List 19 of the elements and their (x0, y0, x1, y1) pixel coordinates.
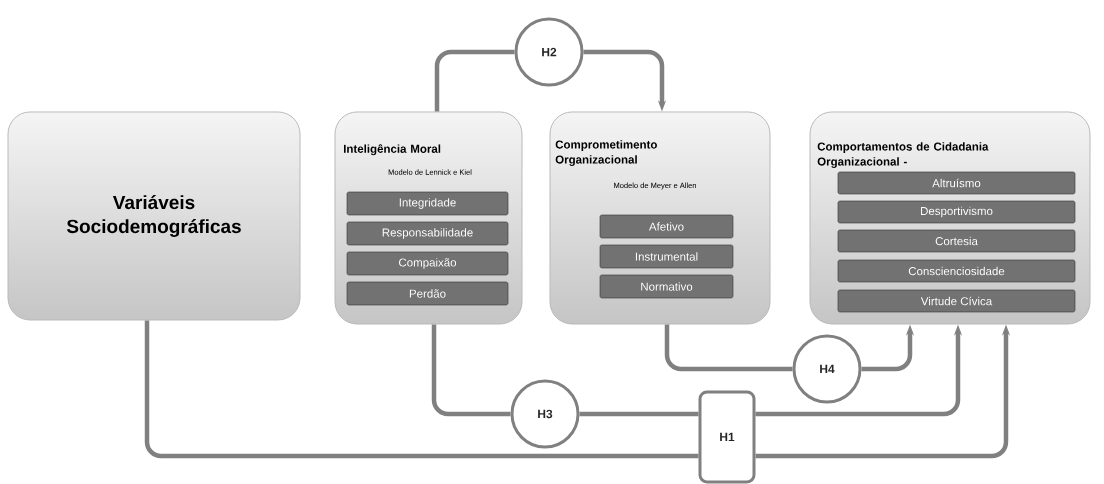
hypothesis-box: H1 (698, 390, 756, 484)
dimension-bar: Responsabilidade (346, 221, 509, 246)
connector-line (144, 320, 699, 459)
dimension-bar: Virtude Cívica (837, 289, 1076, 313)
dimension-bar: Perdão (346, 281, 509, 306)
dimension-bar: Instrumental (599, 244, 734, 269)
dimension-bar: Integridade (346, 191, 509, 216)
connector-line (431, 324, 511, 417)
connector-line (664, 324, 793, 372)
dimension-bar: Compaixão (346, 251, 509, 276)
dimension-bar: Afetivo (599, 214, 734, 239)
dimension-bar: Altruísmo (837, 171, 1076, 195)
dimension-bar: Conscienciosidade (837, 259, 1076, 283)
dimension-bar: Cortesia (837, 229, 1076, 253)
variable-box: Variáveis Sociodemográficas (7, 111, 301, 321)
connector-line (434, 49, 515, 112)
dimension-bar: Desportivismo (837, 200, 1076, 224)
dimension-bar: Normativo (599, 274, 734, 299)
connector-line (579, 411, 699, 417)
